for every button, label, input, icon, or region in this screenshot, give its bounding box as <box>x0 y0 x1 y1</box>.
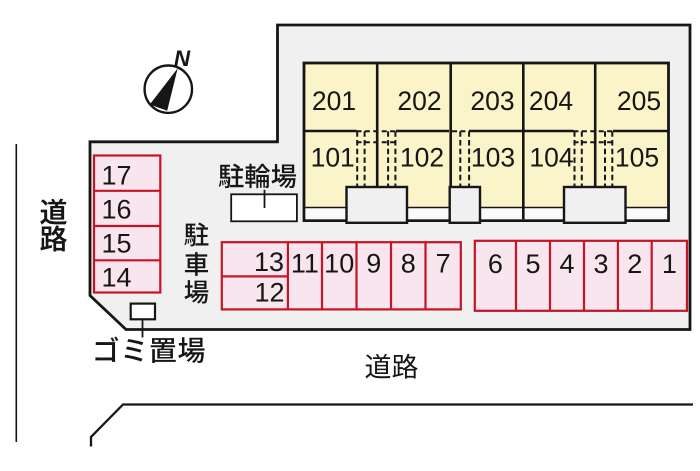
svg-text:104: 104 <box>529 143 573 173</box>
svg-text:8: 8 <box>401 249 416 279</box>
svg-text:3: 3 <box>593 249 608 279</box>
svg-text:203: 203 <box>470 86 514 116</box>
svg-text:101: 101 <box>311 143 355 173</box>
svg-text:12: 12 <box>254 277 284 307</box>
svg-text:204: 204 <box>529 86 573 116</box>
svg-text:201: 201 <box>312 86 356 116</box>
svg-text:105: 105 <box>615 143 659 173</box>
svg-text:102: 102 <box>400 143 444 173</box>
svg-text:2: 2 <box>627 249 642 279</box>
svg-text:15: 15 <box>102 229 132 259</box>
svg-text:13: 13 <box>254 247 284 277</box>
svg-text:7: 7 <box>436 249 451 279</box>
svg-text:205: 205 <box>617 86 661 116</box>
svg-text:6: 6 <box>488 249 503 279</box>
svg-text:202: 202 <box>397 86 441 116</box>
svg-text:4: 4 <box>559 249 574 279</box>
svg-text:16: 16 <box>102 195 132 225</box>
svg-text:5: 5 <box>525 249 540 279</box>
svg-text:10: 10 <box>324 249 354 279</box>
svg-text:11: 11 <box>291 249 319 279</box>
svg-text:103: 103 <box>471 143 515 173</box>
svg-text:14: 14 <box>102 263 132 293</box>
svg-text:N: N <box>174 46 191 71</box>
svg-text:17: 17 <box>102 161 132 191</box>
svg-text:9: 9 <box>366 249 381 279</box>
svg-text:1: 1 <box>662 249 677 279</box>
